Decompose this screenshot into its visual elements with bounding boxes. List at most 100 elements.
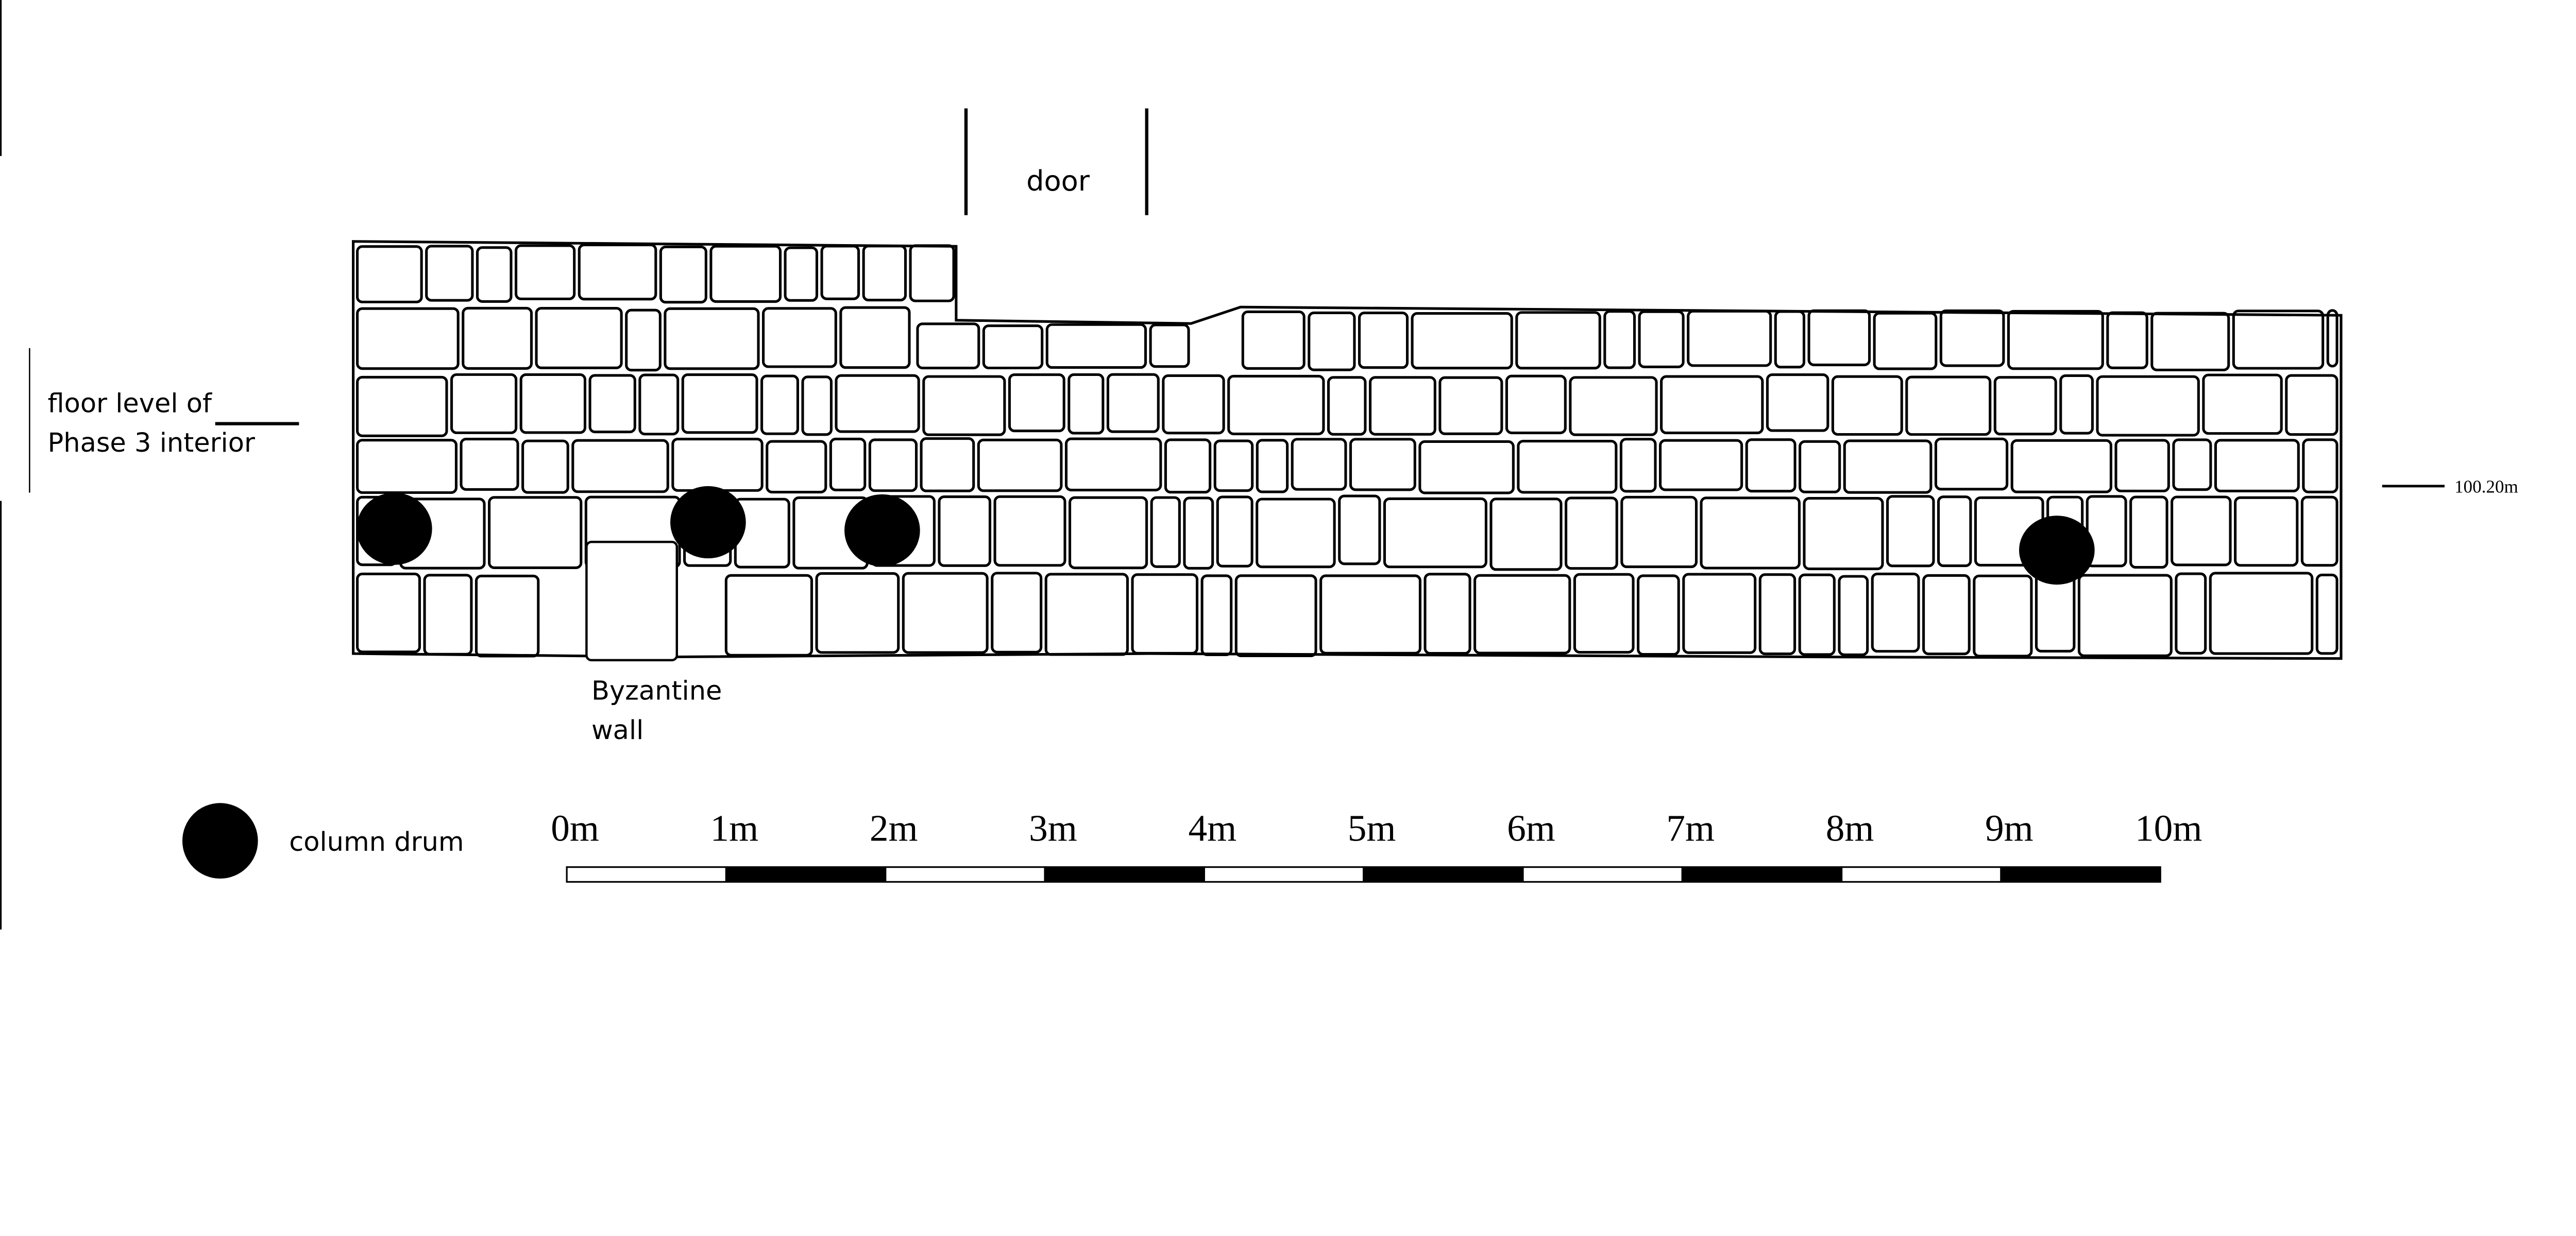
stone-block [1358,312,1409,369]
stone-block [2234,496,2299,567]
stone-block [2315,573,2338,655]
stone-block [1700,496,1801,570]
stone-block [1871,572,1920,653]
stone-block [1045,323,1147,369]
scale-bar-tick-label: 7m [1666,808,1715,849]
stone-block [2106,311,2148,369]
stone-block [916,322,980,370]
stone-block [462,306,533,370]
stone-block [1766,373,1829,432]
stone-block [519,373,587,434]
stone-block [476,246,513,303]
legend-column-drum-label: column drum [289,827,464,857]
stone-block [1807,309,1871,367]
stone-block [1922,574,1971,656]
stone-block [1939,309,2005,367]
stone-block [2171,495,2232,566]
scale-bar-tick-label: 6m [1507,808,1555,849]
stone-block [1569,376,1658,436]
stone-block [1637,574,1680,656]
stone-block [664,307,760,370]
stone-block [1183,496,1214,570]
stone-block [1044,573,1129,656]
stone-block [1934,437,2009,491]
stone-block [920,437,975,492]
stone-block [2326,309,2338,368]
stone-block [724,574,814,657]
stone-block [2114,439,2170,492]
stone-block [1162,374,1225,435]
stone-block [671,437,764,492]
floor-level-label: floor level of [47,388,212,419]
stone-block [1200,574,1233,656]
stone-block [991,572,1043,654]
wall-elevation-drawing: door floor level of Phase 3 interior 100… [0,0,2518,930]
stone-block [1473,574,1571,655]
stone-block [2214,439,2300,492]
stone-block [902,572,989,654]
stone-block [1993,376,2057,436]
stone-block [829,437,867,491]
column-drum [2019,516,2095,585]
stone-block [2077,574,2173,657]
stone-block [659,245,707,304]
column-drum [844,494,920,567]
stone-block [1803,496,1884,571]
stone-block [535,306,623,369]
scale-bar-tick-label: 1m [710,808,759,849]
floor-level-label: Phase 3 interior [47,428,255,458]
stone-block [815,572,900,654]
stone-block [1565,496,1618,570]
stone-block [1515,311,1601,370]
stone-block [588,374,636,434]
stone-block [922,375,1006,436]
stone-block [801,375,833,436]
scale-bar-segment [2000,866,2161,883]
scale-bar-segment [566,866,727,883]
stone-block [709,245,782,303]
stone-block [2300,495,2338,567]
scale-bar-tick-label: 5m [1348,808,1396,849]
scale-bar-tick-label: 3m [1029,808,1077,849]
stone-block [1638,310,1685,368]
stone-block [474,574,540,658]
stone-block [2172,438,2212,491]
stone-block [1682,573,1757,654]
stone-block [2202,373,2283,435]
stone-block [1234,574,1317,658]
stone-block [2007,310,2104,370]
stone-block [1603,310,1636,369]
legend-column-drum-icon [182,803,258,879]
stone-block [762,307,837,368]
stone-block [909,244,955,302]
stone-block [938,495,992,567]
scale-bar-segment [725,866,887,883]
stone-block [2010,439,2112,493]
stone-block [1064,437,1162,492]
byzantine-wall [585,541,679,662]
stone-block [2302,438,2338,493]
stone-block [1423,573,1471,655]
stone-block [1319,574,1421,655]
stone-block [1687,310,1772,367]
stone-block [1660,375,1764,435]
stone-block [1886,495,1935,568]
stone-block [1843,439,1933,494]
stone-block [2150,312,2230,371]
scale-bar-tick-label: 2m [870,808,918,849]
stone-block [1008,373,1065,433]
byzantine-wall-label: wall [591,715,643,746]
stone-block [578,244,657,301]
stone-block [1799,440,1841,493]
stone-block [2129,495,2168,569]
stone-block [1573,573,1635,654]
stone-block [1067,373,1105,435]
stone-block [1517,439,1618,494]
door-label: door [1026,165,1090,197]
stone-block [1383,497,1487,569]
stone-block [1411,312,1513,370]
stone-block [2209,572,2314,655]
stone-block [2096,375,2200,437]
stone-block [977,438,1063,492]
